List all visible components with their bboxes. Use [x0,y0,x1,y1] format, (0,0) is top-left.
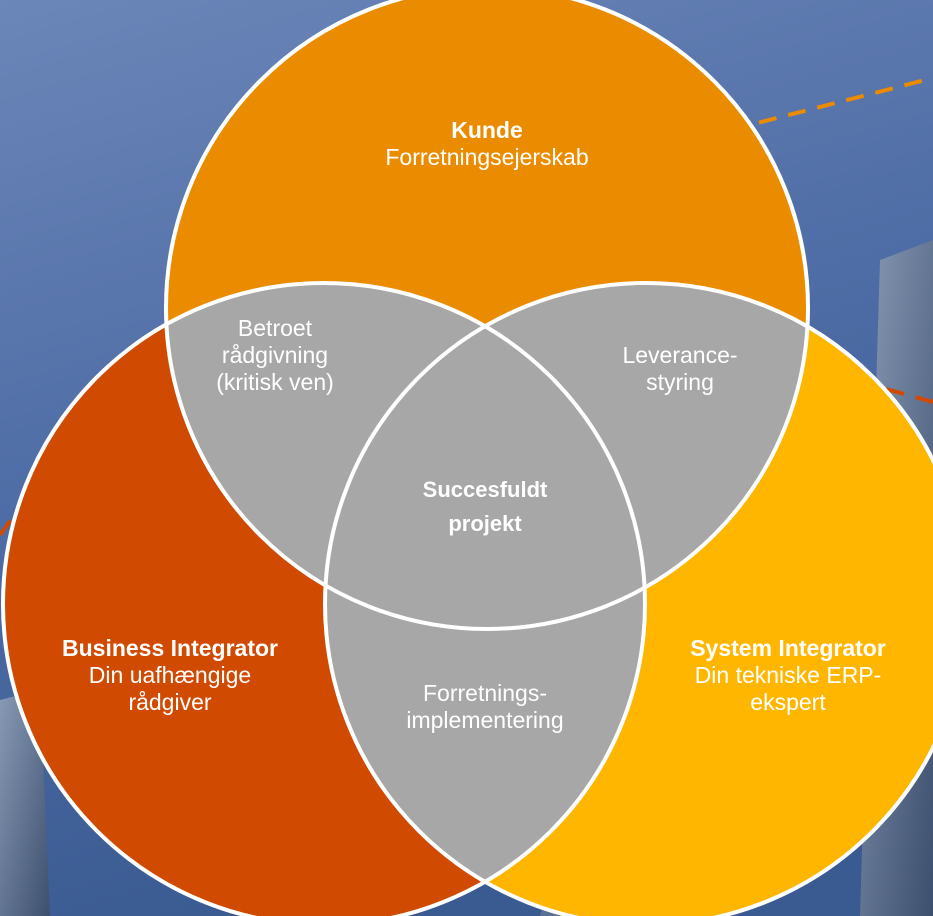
dashed-line-top-right [729,76,933,132]
outline-business [1,281,647,916]
outline-kunde [164,0,810,631]
outline-system [323,281,933,916]
overlap-business-system [325,283,645,916]
